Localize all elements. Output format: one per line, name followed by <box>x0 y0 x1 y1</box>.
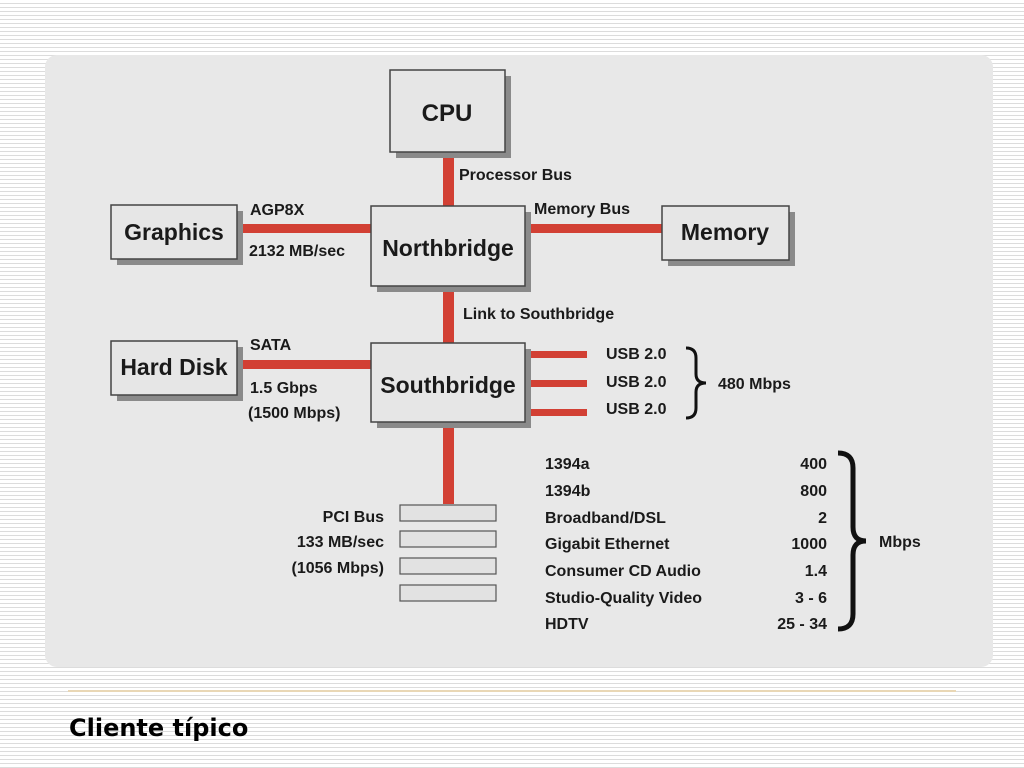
sata-speed-label: 1.5 Gbps <box>250 380 318 397</box>
usb-port-label: USB 2.0 <box>606 374 667 391</box>
pci-bus-line <box>443 424 454 504</box>
pci-slot <box>399 557 497 575</box>
usb-line-2 <box>525 380 587 387</box>
pc-architecture-diagram: CPU Graphics Northbridge Memory Hard Dis… <box>110 69 921 633</box>
device-name: 1394a <box>545 456 590 473</box>
mbps-brace-icon <box>837 450 867 632</box>
device-name: Broadband/DSL <box>545 510 666 527</box>
usb-line-1 <box>525 351 587 358</box>
southbridge-box: Southbridge <box>370 342 531 428</box>
pci-slot <box>399 530 497 548</box>
device-rate: 1000 <box>791 536 827 553</box>
device-name: 1394b <box>545 483 591 500</box>
usb-port-label: USB 2.0 <box>606 401 667 418</box>
device-name: HDTV <box>545 616 589 633</box>
pci-slot <box>399 504 497 522</box>
processor-bus-line <box>443 155 454 207</box>
pci-speed-mbps-label: (1056 Mbps) <box>292 560 384 577</box>
usb-brace-icon <box>685 346 707 420</box>
cpu-box: CPU <box>389 69 511 158</box>
hard-disk-label: Hard Disk <box>120 354 228 380</box>
graphics-box: Graphics <box>110 204 243 265</box>
agp-bus-line <box>238 224 372 233</box>
southbridge-label: Southbridge <box>380 372 515 398</box>
pci-slots <box>399 504 497 602</box>
device-name: Studio-Quality Video <box>545 590 702 607</box>
northbridge-label: Northbridge <box>382 235 514 261</box>
memory-label: Memory <box>681 219 769 245</box>
memory-bus-line <box>525 224 663 233</box>
footer-rule <box>68 690 956 692</box>
devices-unit-label: Mbps <box>879 534 921 551</box>
memory-box: Memory <box>661 205 795 266</box>
device-rate: 2 <box>818 510 827 527</box>
cpu-label: CPU <box>422 100 473 127</box>
device-rate: 800 <box>800 483 827 500</box>
device-rate: 400 <box>800 456 827 473</box>
usb-port-label: USB 2.0 <box>606 346 667 363</box>
pci-slot <box>399 584 497 602</box>
device-name: Gigabit Ethernet <box>545 536 670 553</box>
sata-speed-mbps-label: (1500 Mbps) <box>248 405 340 422</box>
pci-name-label: PCI Bus <box>323 509 384 526</box>
hard-disk-box: Hard Disk <box>110 340 243 401</box>
usb-speed-label: 480 Mbps <box>718 376 791 393</box>
device-rate: 1.4 <box>805 563 827 580</box>
device-rate: 25 - 34 <box>777 616 827 633</box>
pci-speed-label: 133 MB/sec <box>297 534 384 551</box>
agp-speed-label: 2132 MB/sec <box>249 243 345 260</box>
device-list: 1394a 400 1394b 800 Broadband/DSL 2 Giga… <box>545 456 827 633</box>
northbridge-box: Northbridge <box>370 205 531 292</box>
graphics-label: Graphics <box>124 219 224 245</box>
processor-bus-label: Processor Bus <box>459 167 572 184</box>
sata-name-label: SATA <box>250 337 292 354</box>
memory-bus-label: Memory Bus <box>534 201 630 218</box>
agp-name-label: AGP8X <box>250 202 305 219</box>
device-name: Consumer CD Audio <box>545 563 701 580</box>
southbridge-link-label: Link to Southbridge <box>463 306 614 323</box>
device-rate: 3 - 6 <box>795 590 827 607</box>
sata-bus-line <box>238 360 372 369</box>
usb-line-3 <box>525 409 587 416</box>
southbridge-link-line <box>443 288 454 343</box>
slide-caption: Cliente típico <box>69 714 249 742</box>
